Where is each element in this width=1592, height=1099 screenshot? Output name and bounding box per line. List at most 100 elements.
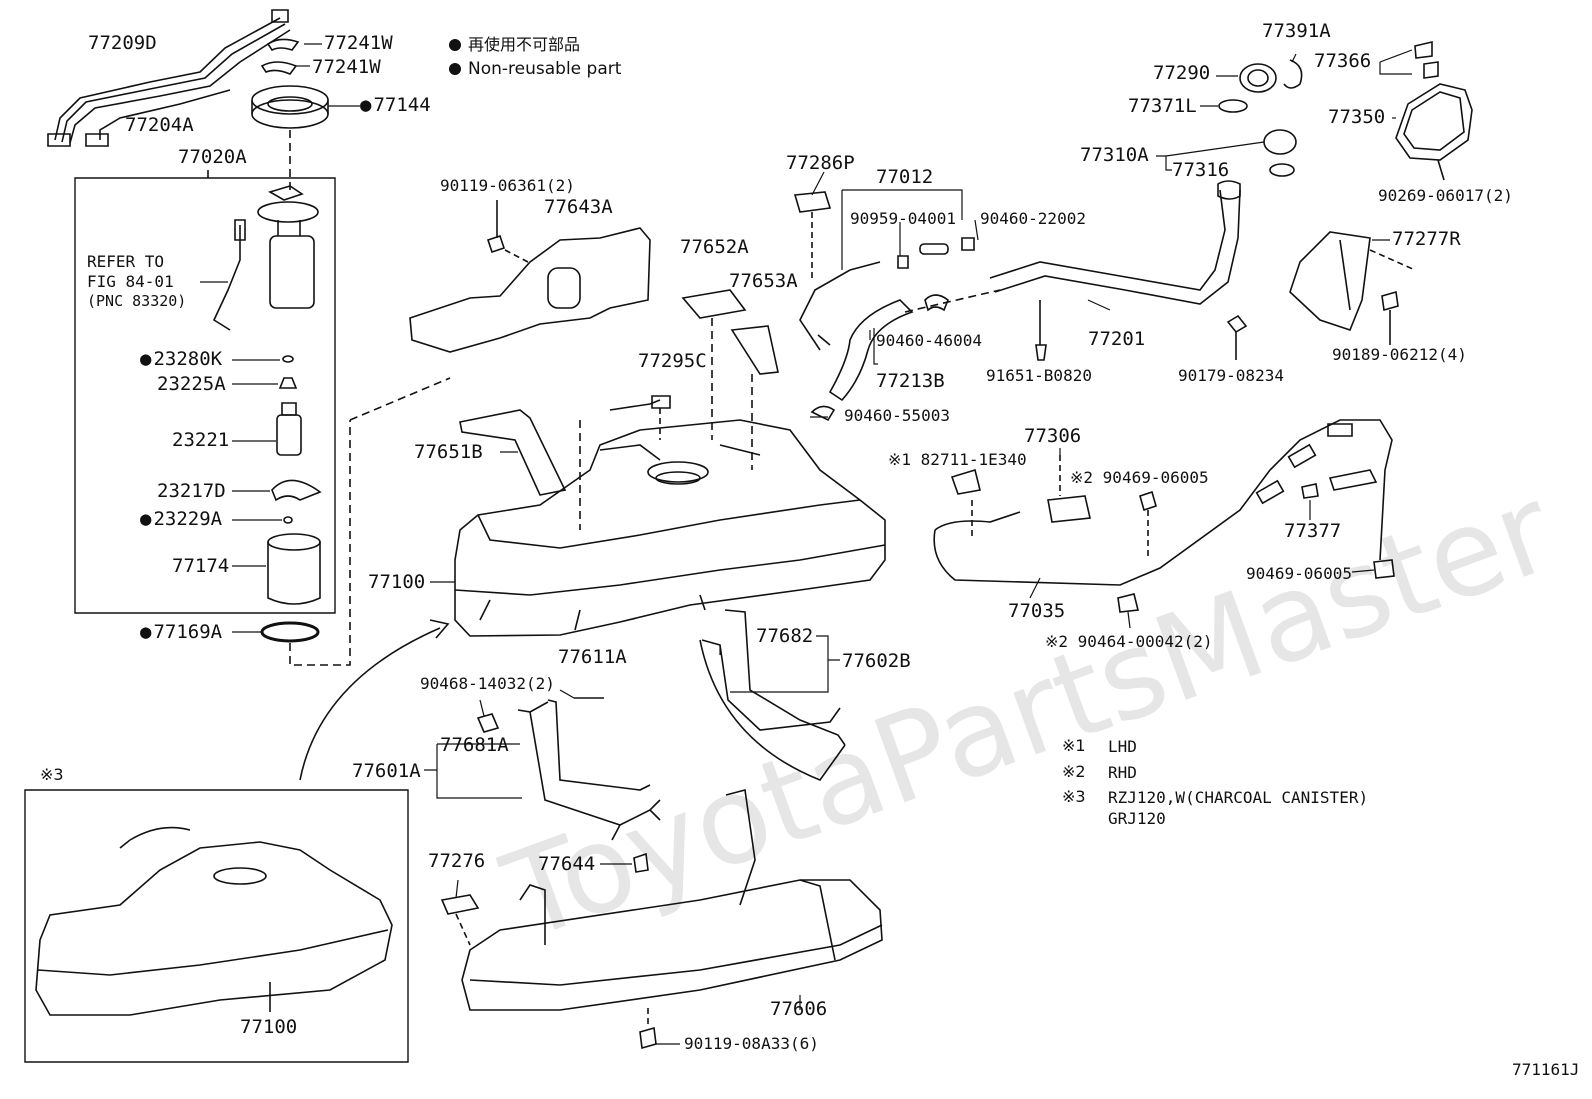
- label-77213B[interactable]: 77213B: [876, 370, 945, 392]
- label-77035[interactable]: 77035: [1008, 600, 1066, 622]
- label-77316[interactable]: 77316: [1172, 159, 1230, 181]
- label-77651B[interactable]: 77651B: [414, 441, 483, 463]
- clip-77391A: [1284, 60, 1302, 88]
- bracket-77366: [1415, 42, 1438, 78]
- label-77020A[interactable]: 77020A: [178, 146, 247, 168]
- refer-line2[interactable]: FIG 84-01: [87, 272, 174, 291]
- label-90460-22002[interactable]: 90460-22002: [980, 209, 1086, 228]
- gasket-77371L: [1219, 100, 1247, 112]
- inset-tank-77100: [36, 828, 392, 1015]
- label-23280K[interactable]: 23280K: [140, 350, 222, 369]
- label-90469-06005-a[interactable]: ※2 90469-06005: [1070, 468, 1209, 487]
- label-77310A[interactable]: 77310A: [1080, 144, 1149, 166]
- label-77204A[interactable]: 77204A: [125, 114, 194, 136]
- filler-neck-77290: [1240, 64, 1276, 92]
- label-77209D[interactable]: 77209D: [88, 32, 157, 54]
- leader-lines: [200, 44, 1412, 1044]
- cushion-23225A: [280, 378, 296, 388]
- label-77276[interactable]: 77276: [428, 850, 486, 872]
- label-77100-inset[interactable]: 77100: [240, 1016, 298, 1038]
- label-90460-55003[interactable]: 90460-55003: [844, 406, 950, 425]
- figure-id: 771161J: [1512, 1060, 1580, 1079]
- fuel-pump-23221: [277, 403, 301, 455]
- note1-mark: ※1: [1062, 736, 1086, 755]
- label-91651-B0820[interactable]: 91651-B0820: [986, 366, 1092, 385]
- refer-line3[interactable]: (PNC 83320): [87, 292, 187, 310]
- label-90959-04001[interactable]: 90959-04001: [850, 209, 956, 228]
- label-77306[interactable]: 77306: [1024, 425, 1082, 447]
- label-77371L[interactable]: 77371L: [1128, 95, 1197, 117]
- label-77169A[interactable]: 77169A: [140, 623, 222, 642]
- label-77602B[interactable]: 77602B: [842, 650, 911, 672]
- label-77653A[interactable]: 77653A: [729, 270, 798, 292]
- label-77652A[interactable]: 77652A: [680, 236, 749, 258]
- gasket-77169A: [262, 623, 318, 641]
- label-23217D[interactable]: 23217D: [157, 480, 226, 502]
- label-77277R[interactable]: 77277R: [1392, 228, 1461, 250]
- fuel-lid-77350: [1396, 84, 1472, 160]
- gasket-77316: [1270, 164, 1294, 176]
- label-77606[interactable]: 77606: [770, 998, 828, 1020]
- label-90119-08A33[interactable]: 90119-08A33(6): [684, 1034, 819, 1053]
- filler-pipe-77201: [990, 181, 1240, 304]
- bracket-23217D: [272, 480, 320, 500]
- label-77201[interactable]: 77201: [1088, 328, 1146, 350]
- legend-en: Non-reusable part: [468, 59, 622, 79]
- label-77241W-2[interactable]: 77241W: [312, 56, 381, 78]
- label-77377[interactable]: 77377: [1284, 520, 1342, 542]
- note2-mark: ※2: [1062, 762, 1086, 781]
- label-77682[interactable]: 77682: [756, 625, 814, 647]
- note1-text: LHD: [1108, 737, 1137, 756]
- inset-arrow: [300, 628, 440, 780]
- retainer-77241W-2: [262, 62, 296, 74]
- pad-77653A: [732, 326, 778, 374]
- pump-module: [214, 186, 318, 330]
- lock-ring-77144: [252, 86, 328, 128]
- label-90179-08234[interactable]: 90179-08234: [1178, 366, 1284, 385]
- oring-23280K: [283, 356, 293, 362]
- label-23221[interactable]: 23221: [172, 429, 230, 451]
- label-77174[interactable]: 77174: [172, 555, 230, 577]
- inset-mark: ※3: [40, 765, 64, 784]
- label-77643A[interactable]: 77643A: [544, 196, 613, 218]
- label-90460-46004[interactable]: 90460-46004: [876, 331, 982, 350]
- label-77391A[interactable]: 77391A: [1262, 20, 1331, 42]
- label-77295C[interactable]: 77295C: [638, 350, 707, 372]
- label-77366[interactable]: 77366: [1314, 50, 1372, 72]
- fuel-tank-77100: [455, 420, 885, 636]
- label-90469-06005-b[interactable]: 90469-06005: [1246, 564, 1352, 583]
- label-90468-14032[interactable]: 90468-14032(2): [420, 674, 555, 693]
- label-90189-06212[interactable]: 90189-06212(4): [1332, 345, 1467, 364]
- note3-text2: GRJ120: [1108, 809, 1166, 828]
- label-77644[interactable]: 77644: [538, 853, 596, 875]
- pad-77652A: [683, 290, 745, 318]
- note3-mark: ※3: [1062, 787, 1086, 806]
- oring-23229A: [284, 517, 292, 523]
- label-77144[interactable]: 77144: [360, 96, 430, 115]
- watermark: ToyotaPartsMaster: [487, 460, 1570, 968]
- label-77601A[interactable]: 77601A: [352, 760, 421, 782]
- label-77241W-1[interactable]: 77241W: [324, 32, 393, 54]
- fuel-lines-77209D: [48, 10, 290, 146]
- retainer-77241W-1: [268, 39, 298, 50]
- label-77350[interactable]: 77350: [1328, 106, 1386, 128]
- note3-text: RZJ120,W(CHARCOAL CANISTER): [1108, 788, 1369, 807]
- harness-77035: [934, 420, 1392, 585]
- label-23229A[interactable]: 23229A: [140, 510, 222, 529]
- label-77286P[interactable]: 77286P: [786, 152, 855, 174]
- label-77100[interactable]: 77100: [368, 571, 426, 593]
- protector-77277R: [1290, 232, 1370, 330]
- label-23225A[interactable]: 23225A: [157, 373, 226, 395]
- label-82711-1E340[interactable]: ※1 82711-1E340: [888, 450, 1027, 469]
- label-90119-06361[interactable]: 90119-06361(2): [440, 176, 575, 195]
- label-77290[interactable]: 77290: [1153, 62, 1211, 84]
- strap-77602B: [700, 610, 845, 780]
- label-77611A[interactable]: 77611A: [558, 646, 627, 668]
- label-77681A[interactable]: 77681A: [440, 734, 509, 756]
- label-77012[interactable]: 77012: [876, 166, 934, 188]
- refer-line1[interactable]: REFER TO: [87, 252, 165, 271]
- label-90464-00042[interactable]: ※2 90464-00042(2): [1045, 632, 1213, 651]
- label-90269-06017[interactable]: 90269-06017(2): [1378, 186, 1513, 205]
